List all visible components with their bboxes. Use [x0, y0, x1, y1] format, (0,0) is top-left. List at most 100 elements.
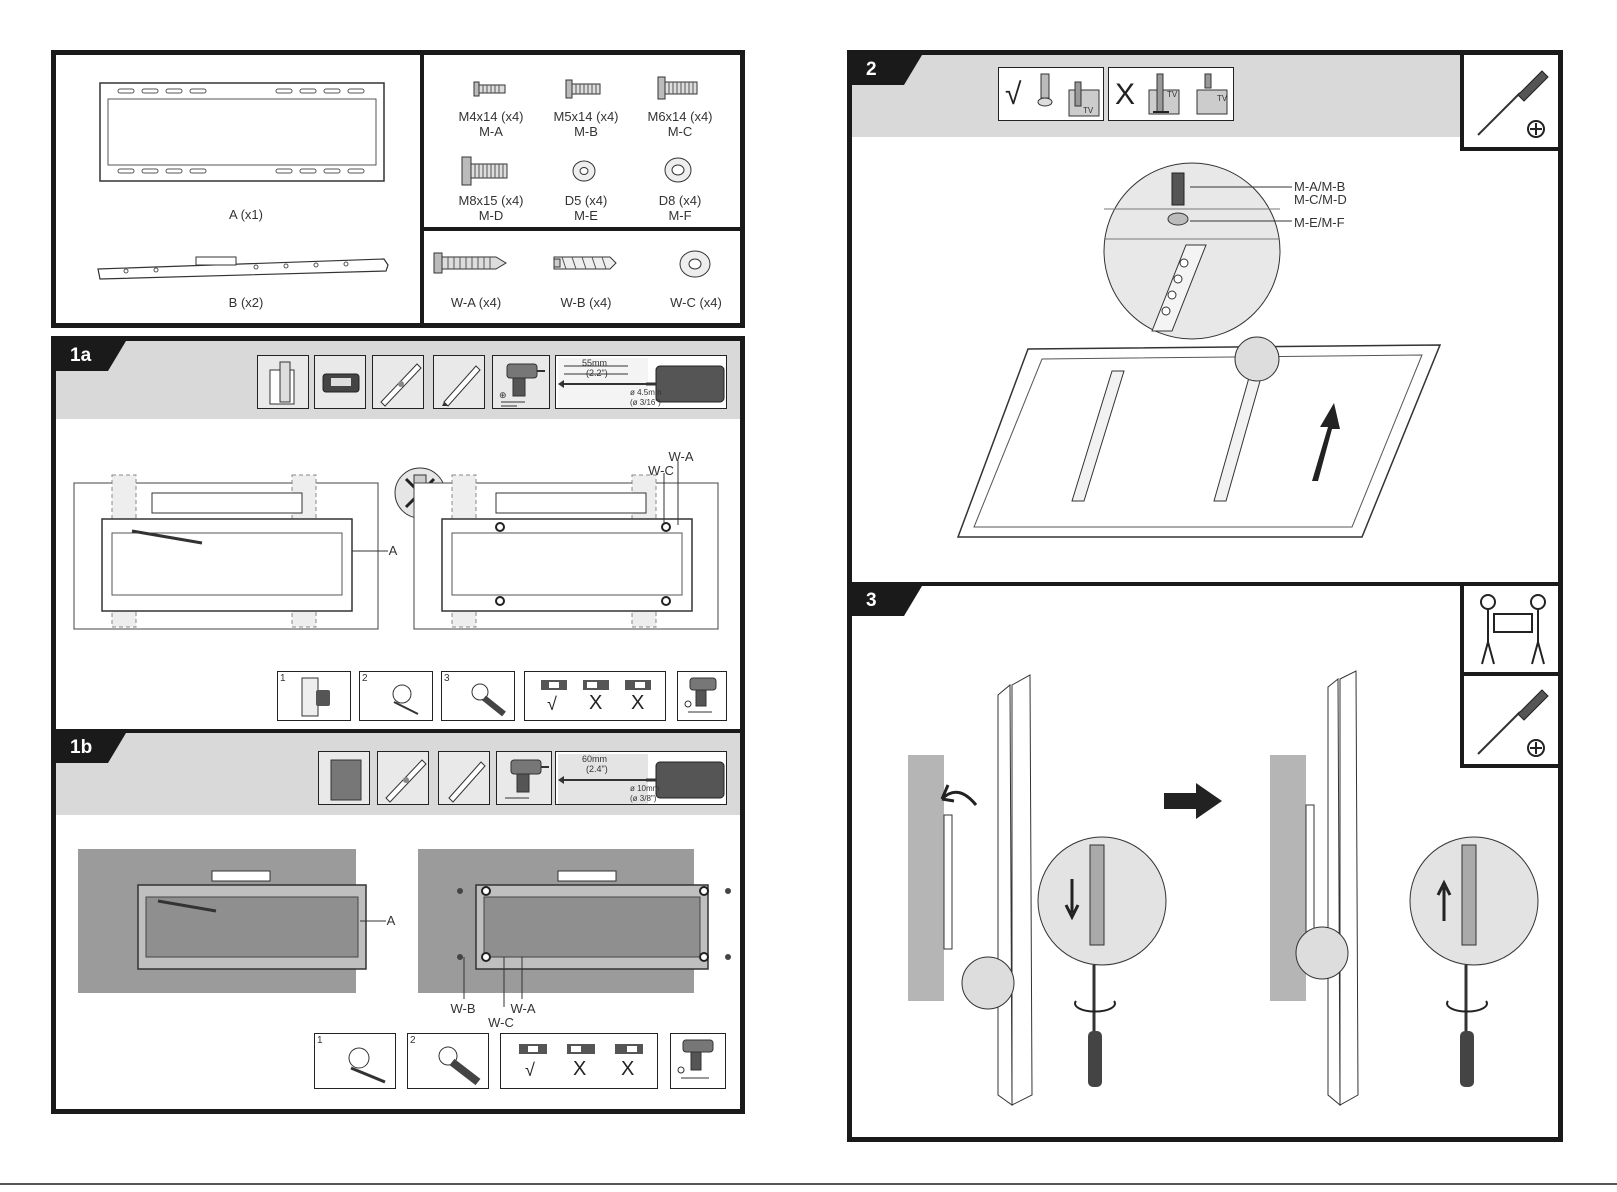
- substep-number: 1: [317, 1035, 323, 1046]
- level-bubble-icons: [537, 678, 657, 692]
- step-1b-tag: 1b: [70, 737, 92, 759]
- part-a-label: A (x1): [216, 207, 276, 222]
- level-icon: [377, 360, 421, 406]
- washer-wc-label: W-C (x4): [656, 295, 736, 310]
- step-1b-substep-2: 2: [407, 1033, 489, 1089]
- correct-screw-length-box: √ TV: [998, 67, 1104, 121]
- concrete-block-icon: [325, 756, 365, 802]
- drill-hole-icon: [456, 676, 506, 716]
- step-2-3-divider: [852, 582, 1558, 586]
- drill-bit-mm-1a: ø 4.5mm: [630, 388, 662, 397]
- power-drill-icon: [675, 1036, 723, 1086]
- tool-concrete-sample: [318, 751, 370, 805]
- screw-m5-icon: [566, 79, 604, 99]
- tool-stud-finder: [314, 355, 366, 409]
- tool-pencil-1b: [438, 751, 490, 805]
- mark-hole-icon: [374, 676, 424, 716]
- step-1a-left-illustration: [72, 471, 382, 635]
- screw-m8-icon: [462, 156, 512, 186]
- pencil-icon: [443, 756, 487, 802]
- tv-label-bad-1: TV: [1167, 90, 1177, 99]
- step-1b-drill-icon-box: [670, 1033, 726, 1089]
- drill-depth-diagram-1b: 60mm (2.4") ø 10mm (ø 3/8"): [555, 751, 727, 805]
- lag-bolt-wa-label: W-A (x4): [436, 295, 516, 310]
- step-2-3-panel: 2 √ TV X TV TV M-A/M-B M-C/M-D M-E/M-F 3: [847, 50, 1563, 1142]
- tv-label-bad-2: TV: [1217, 94, 1227, 103]
- level-icon: [382, 756, 426, 802]
- cross-mark: X: [1115, 78, 1135, 112]
- step-3-zoom-lower-left: [1032, 835, 1172, 1095]
- step-3-zoom-lower-right: [1404, 835, 1544, 1095]
- callout-a-1b: A: [384, 913, 398, 928]
- drill-icon: [501, 754, 551, 804]
- parts-divider-horizontal: [424, 227, 740, 231]
- substep-number: 1: [280, 673, 286, 684]
- screw-m8-size: M8x15 (x4): [451, 193, 531, 208]
- step-1a-drill-icon-box: [677, 671, 727, 721]
- step-2-tag-shape: [852, 55, 932, 85]
- tv-label-ok: TV: [1083, 106, 1093, 115]
- callout-wa-1a: W-A: [666, 449, 696, 464]
- drill-depth-mm-1a: 55mm: [582, 358, 607, 368]
- washer-d5-size: D5 (x4): [546, 193, 626, 208]
- drill-bit-in-1a: (ø 3/16"): [630, 398, 661, 407]
- rail-b-illustration: [96, 251, 396, 283]
- screw-m6-icon: [658, 76, 702, 100]
- screw-m4-code: M-A: [451, 124, 531, 139]
- callout-wc-1a: W-C: [646, 463, 676, 478]
- lag-bolt-wa-icon: [434, 251, 510, 275]
- washer-d5-code: M-E: [546, 208, 626, 223]
- screw-m6-size: M6x14 (x4): [640, 109, 720, 124]
- callout-mc-md: M-C/M-D: [1294, 192, 1364, 207]
- anchor-wb-label: W-B (x4): [546, 295, 626, 310]
- check-mark: √: [1005, 78, 1021, 112]
- step-1a-substep-1: 1: [277, 671, 351, 721]
- tool-level: [372, 355, 424, 409]
- drill-icon: ⊕: [497, 358, 547, 408]
- drill-bit-in-1b: (ø 3/8"): [630, 794, 656, 803]
- callout-wa-1b: W-A: [508, 1001, 538, 1016]
- washer-d8-icon: [663, 156, 693, 184]
- step-1a-tag-shape: [56, 341, 136, 371]
- drill-depth-in-1b: (2.4"): [586, 764, 608, 774]
- callout-me-mf: M-E/M-F: [1294, 215, 1364, 230]
- washer-wc-icon: [678, 249, 712, 279]
- next-step-arrow: [1162, 781, 1224, 821]
- callout-wc-1b: W-C: [486, 1015, 516, 1030]
- washer-d5-icon: [571, 159, 597, 183]
- screw-m6-code: M-C: [640, 124, 720, 139]
- drill-depth-mm-1b: 60mm: [582, 754, 607, 764]
- callout-wb-1b: W-B: [448, 1001, 478, 1016]
- step-3-tag-shape: [852, 586, 932, 616]
- tv-back-illustration: [952, 341, 1452, 551]
- find-stud-icon: [298, 676, 338, 716]
- mark-hole-icon: [329, 1038, 389, 1084]
- step-1-panel: 1a ⊕ 55mm (2.2") ø 4.5mm (ø 3/16") A: [51, 336, 745, 1114]
- substep-number: 2: [410, 1035, 416, 1046]
- drill-depth-diagram-1a: 55mm (2.2") ø 4.5mm (ø 3/16"): [555, 355, 727, 409]
- screw-m8-code: M-D: [451, 208, 531, 223]
- drill-bit-mm-1b: ø 10mm: [630, 784, 659, 793]
- level-bubble-icons: [515, 1042, 645, 1056]
- step-2-callout-lines: [1188, 183, 1298, 233]
- part-b-label: B (x2): [216, 295, 276, 310]
- screw-m4-size: M4x14 (x4): [451, 109, 531, 124]
- level-mark-bad-2: X: [631, 692, 644, 715]
- tool-drill: ⊕: [492, 355, 550, 409]
- tool-stud-finder-wood: [257, 355, 309, 409]
- pencil-icon: [438, 360, 482, 406]
- screwdriver-tool-box-step2: [1460, 55, 1558, 151]
- screw-m4-icon: [474, 81, 508, 97]
- drill-hole-icon: [422, 1038, 482, 1084]
- phillips-screwdriver-icon: [1470, 63, 1554, 143]
- level-mark-bad-1: X: [589, 692, 602, 715]
- callout-a-1a: A: [386, 543, 400, 558]
- washer-d8-code: M-F: [640, 208, 720, 223]
- tool-pencil: [433, 355, 485, 409]
- step-1b-left-illustration: [76, 845, 366, 997]
- stud-finder-icon: [321, 370, 361, 396]
- step-1a-level-check: √ X X: [524, 671, 666, 721]
- step-1b-substep-1: 1: [314, 1033, 396, 1089]
- level-mark-ok: √: [525, 1060, 535, 1081]
- page-bottom-rule: [0, 1183, 1617, 1185]
